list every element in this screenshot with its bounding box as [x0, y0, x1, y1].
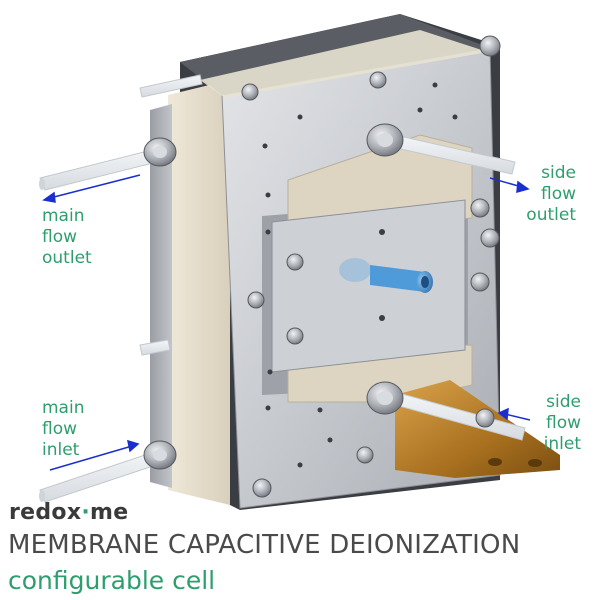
label-side-flow-inlet: side flow inlet — [516, 392, 581, 455]
fitting-main-inlet — [143, 440, 177, 470]
brand-separator: · — [81, 500, 90, 525]
label-word: flow — [540, 184, 576, 204]
blue-port — [339, 258, 433, 293]
arrow-side-outlet — [489, 177, 530, 194]
label-word: flow — [42, 419, 78, 439]
label-word: main — [42, 206, 85, 226]
brand-logo: redox·me — [9, 500, 128, 525]
arrow-side-inlet — [497, 407, 531, 421]
fitting-side-outlet — [366, 123, 404, 157]
label-word: outlet — [42, 248, 92, 268]
label-word: inlet — [543, 434, 581, 454]
brand-part1: redox — [9, 500, 82, 525]
label-main-flow-inlet: main flow inlet — [42, 398, 84, 461]
product-subtitle: configurable cell — [8, 566, 216, 595]
label-word: side — [546, 392, 581, 412]
bolts — [241, 35, 501, 498]
center-cover — [271, 199, 466, 373]
fitting-main-outlet — [143, 137, 177, 167]
arrow-main-inlet — [49, 439, 140, 471]
label-word: flow — [42, 227, 78, 247]
label-side-flow-outlet: side flow outlet — [516, 163, 576, 226]
product-title: MEMBRANE CAPACITIVE DEIONIZATION — [8, 530, 521, 560]
label-word: outlet — [526, 205, 576, 225]
fitting-side-inlet — [366, 381, 404, 415]
arrow-main-outlet — [42, 174, 141, 203]
label-word: flow — [545, 413, 581, 433]
brand-part2: me — [90, 500, 129, 525]
label-word: side — [541, 163, 576, 183]
gasket-side — [168, 80, 230, 505]
label-main-flow-outlet: main flow outlet — [42, 206, 92, 269]
steel-side — [150, 104, 172, 488]
label-word: main — [42, 398, 85, 418]
holes — [262, 82, 458, 468]
label-word: inlet — [42, 440, 80, 460]
